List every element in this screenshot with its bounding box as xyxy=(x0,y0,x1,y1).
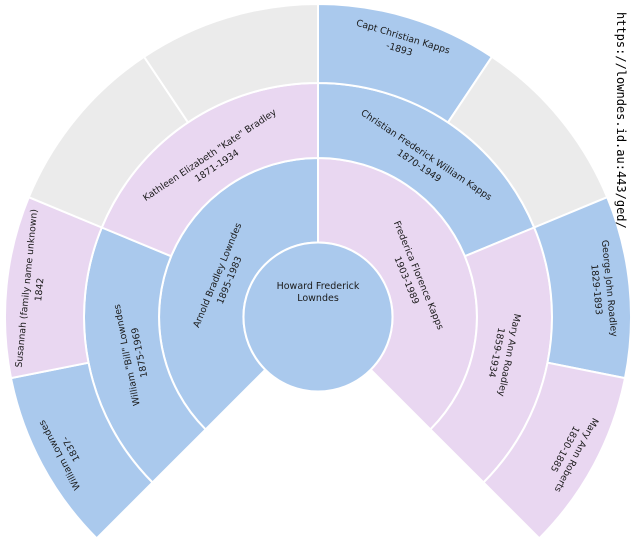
center-person-name-line1: Howard Frederick xyxy=(277,281,360,292)
fan-segment-empty-2-5 xyxy=(446,55,609,229)
page-url-vertical-text: https://lowndes.id.au:443/ged/ xyxy=(614,12,628,229)
fan-segment-william-lowndes[interactable] xyxy=(9,361,154,540)
fan-segment-empty-2-2 xyxy=(27,55,190,229)
fan-segment-susannah-family-name-unknown[interactable] xyxy=(4,195,104,380)
fan-segment-george-john-roadley[interactable] xyxy=(532,195,632,380)
center-person-circle[interactable] xyxy=(242,241,394,393)
fan-rings xyxy=(4,2,632,540)
fan-segment-capt-christian-kapps[interactable] xyxy=(317,2,494,124)
fan-segment-empty-2-3 xyxy=(142,2,319,124)
fan-segment-mary-ann-roberts[interactable] xyxy=(482,361,627,540)
center-person-name-line2: Lowndes xyxy=(297,293,339,304)
